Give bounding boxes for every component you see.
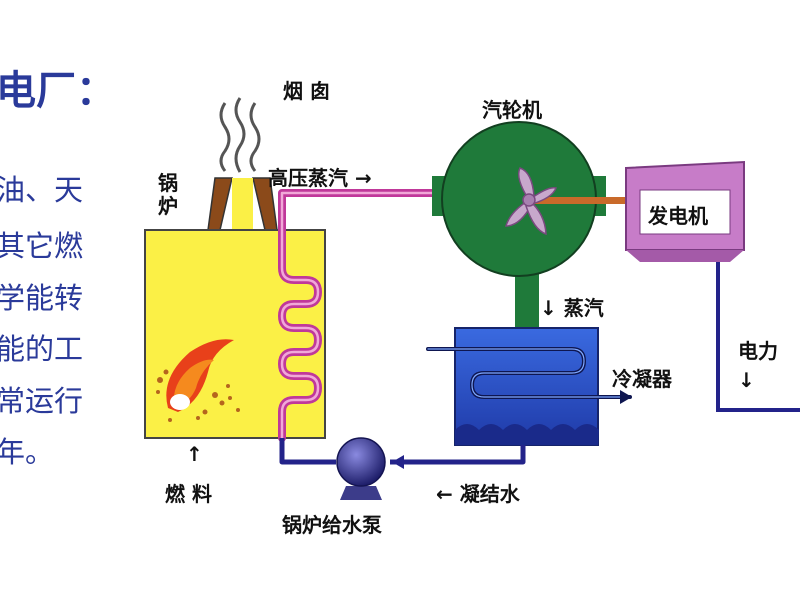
side-text-line-5: 常运行 (0, 384, 84, 418)
coolant-out-arrow-icon (620, 390, 632, 404)
label-chimney: 烟 囱 (283, 79, 330, 103)
condenser-coil-inner (427, 348, 627, 398)
side-text-line-1: 油、天 (0, 173, 84, 207)
label-fuel-arrow: ↑ (186, 442, 203, 466)
label-high-pressure-steam: 高压蒸汽 → (268, 166, 372, 190)
label-generator: 发电机 (648, 204, 708, 228)
flame-icon (156, 339, 240, 422)
label-fuel: 燃 料 (165, 482, 212, 506)
label-condensate: ← 凝结水 (436, 482, 520, 506)
generator (625, 160, 745, 262)
label-boiler-2: 炉 (158, 194, 178, 218)
side-text-line-6: 年。 (0, 435, 55, 469)
turbine-exhaust-pipe (515, 270, 539, 330)
label-turbine: 汽轮机 (482, 98, 542, 122)
condensate-arrow-icon (392, 455, 404, 469)
water-pipe (279, 438, 526, 465)
side-title: 电厂： (0, 68, 116, 114)
smoke (219, 97, 261, 173)
label-electricity-arrow: ↓ (738, 368, 755, 392)
label-steam: ↓ 蒸汽 (540, 296, 604, 320)
label-condenser: 冷凝器 (612, 367, 672, 391)
side-text-line-2: 其它燃 (0, 229, 84, 263)
feed-pump-icon (336, 437, 386, 500)
turbine-blades-icon (505, 167, 558, 236)
steam-pipe-inner (280, 191, 434, 440)
power-line (716, 262, 800, 412)
label-boiler-1: 锅 (158, 171, 178, 195)
condenser (454, 327, 599, 446)
side-text-line-3: 学能转 (0, 281, 84, 315)
side-text-line-4: 能的工 (0, 332, 84, 366)
label-feed-pump: 锅炉给水泵 (282, 513, 382, 537)
label-electricity: 电力 (738, 339, 778, 363)
turbine-shaft (530, 197, 630, 204)
